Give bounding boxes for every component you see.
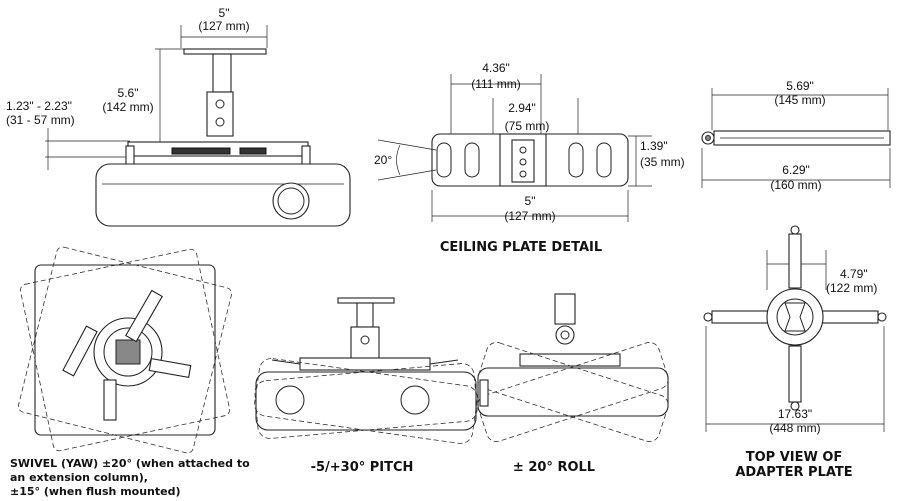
pitch-caption: -5/+30° PITCH xyxy=(311,460,414,475)
arm-outer-mm: (160 mm) xyxy=(770,178,821,192)
plate-height-in: 1.39" xyxy=(640,139,668,153)
roll-view: ± 20° ROLL xyxy=(477,293,669,475)
top-width-in: 5" xyxy=(219,6,230,20)
swivel-caption-line1: SWIVEL (YAW) ±20° (when attached to xyxy=(10,457,250,470)
plate-height-mm: (35 mm) xyxy=(640,155,685,169)
height-mm: (142 mm) xyxy=(102,100,153,114)
ceiling-plate-caption: CEILING PLATE DETAIL xyxy=(440,240,602,255)
height-in: 5.6" xyxy=(118,86,139,100)
adapter-caption-line1: TOP VIEW OF xyxy=(746,450,843,465)
plate-length-mm: (127 mm) xyxy=(504,209,555,223)
plate-inner-in: 2.94" xyxy=(508,101,536,115)
side-view-mount: 5" (127 mm) 5.6" (142 mm) 1.23" - 2.23" … xyxy=(6,6,351,227)
ceiling-plate-detail: 4.36" (111 mm) 2.94" (75 mm) 20° 1.39" (… xyxy=(374,61,685,255)
adapter-plate-top-view: 4.79" (122 mm) 17.63" (448 mm) TOP VIEW … xyxy=(703,225,887,480)
plate-inner-mm: (75 mm) xyxy=(505,119,550,133)
swivel-caption-line3: ±15° (when flush mounted) xyxy=(10,485,181,498)
plate-angle: 20° xyxy=(374,153,392,167)
adapter-outer-in: 17.63" xyxy=(778,407,812,421)
swivel-caption-line2: an extension column), xyxy=(10,471,148,484)
arm-inner-in: 5.69" xyxy=(786,79,814,93)
adapter-inner-in: 4.79" xyxy=(840,267,868,281)
plate-length-in: 5" xyxy=(525,194,536,208)
plate-outer-in: 4.36" xyxy=(482,61,510,75)
adapter-inner-mm: (122 mm) xyxy=(826,281,877,295)
pitch-view: -5/+30° PITCH xyxy=(254,297,478,475)
drop-mm: (31 - 57 mm) xyxy=(6,113,75,127)
adapter-arm-detail: 5.69" (145 mm) 6.29" (160 mm) xyxy=(701,79,891,192)
roll-caption: ± 20° ROLL xyxy=(513,460,595,475)
swivel-view: SWIVEL (YAW) ±20° (when attached to an e… xyxy=(10,246,250,498)
plate-outer-mm: (111 mm) xyxy=(471,77,521,91)
arm-outer-in: 6.29" xyxy=(782,163,810,177)
drop-in: 1.23" - 2.23" xyxy=(6,99,72,113)
adapter-outer-mm: (448 mm) xyxy=(769,421,820,435)
arm-inner-mm: (145 mm) xyxy=(774,93,825,107)
top-width-mm: (127 mm) xyxy=(198,19,249,33)
adapter-caption-line2: ADAPTER PLATE xyxy=(735,465,852,480)
